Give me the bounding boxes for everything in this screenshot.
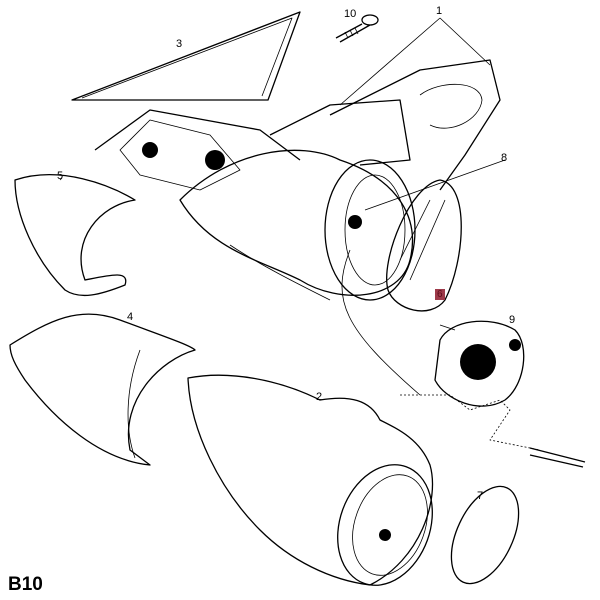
label-7: 7 — [477, 490, 484, 502]
screw-path — [400, 394, 541, 451]
part-6-mirror-glass — [386, 179, 462, 312]
part-2-mirror-housing — [187, 374, 434, 586]
label-5: 5 — [57, 170, 64, 182]
label-10: 10 — [344, 8, 357, 20]
diagram-code: B10 — [8, 574, 43, 595]
label-2: 2 — [316, 391, 323, 403]
label-1: 1 — [436, 5, 443, 17]
assembly-arrow — [341, 249, 421, 396]
label-6-highlighted[interactable]: 6 — [435, 289, 445, 300]
part-5-cover — [14, 174, 136, 297]
label-8: 8 — [501, 152, 508, 164]
label-9: 9 — [509, 314, 516, 326]
leader-lines — [59, 17, 506, 211]
part-1-mirror-base — [94, 59, 501, 301]
label-3: 3 — [176, 38, 183, 50]
part-7-glass — [450, 485, 520, 585]
part-3-triangle-trim — [71, 11, 301, 101]
part-9-adjuster-motor — [434, 320, 525, 407]
part-4-cover — [9, 313, 196, 466]
screw — [529, 447, 586, 468]
part-10-screw — [335, 14, 379, 43]
label-4: 4 — [127, 311, 134, 323]
